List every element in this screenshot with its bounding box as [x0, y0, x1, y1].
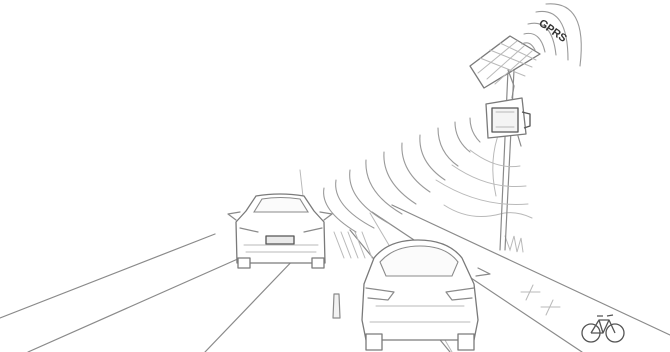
pole — [493, 70, 514, 250]
roadside-grass — [444, 205, 532, 252]
bicycle-icon — [582, 315, 624, 342]
detector-box — [486, 98, 530, 146]
road — [0, 170, 670, 352]
oncoming-car — [228, 194, 332, 268]
crosswalk — [334, 232, 372, 258]
solar-panel — [470, 36, 540, 98]
leading-car — [362, 240, 490, 350]
